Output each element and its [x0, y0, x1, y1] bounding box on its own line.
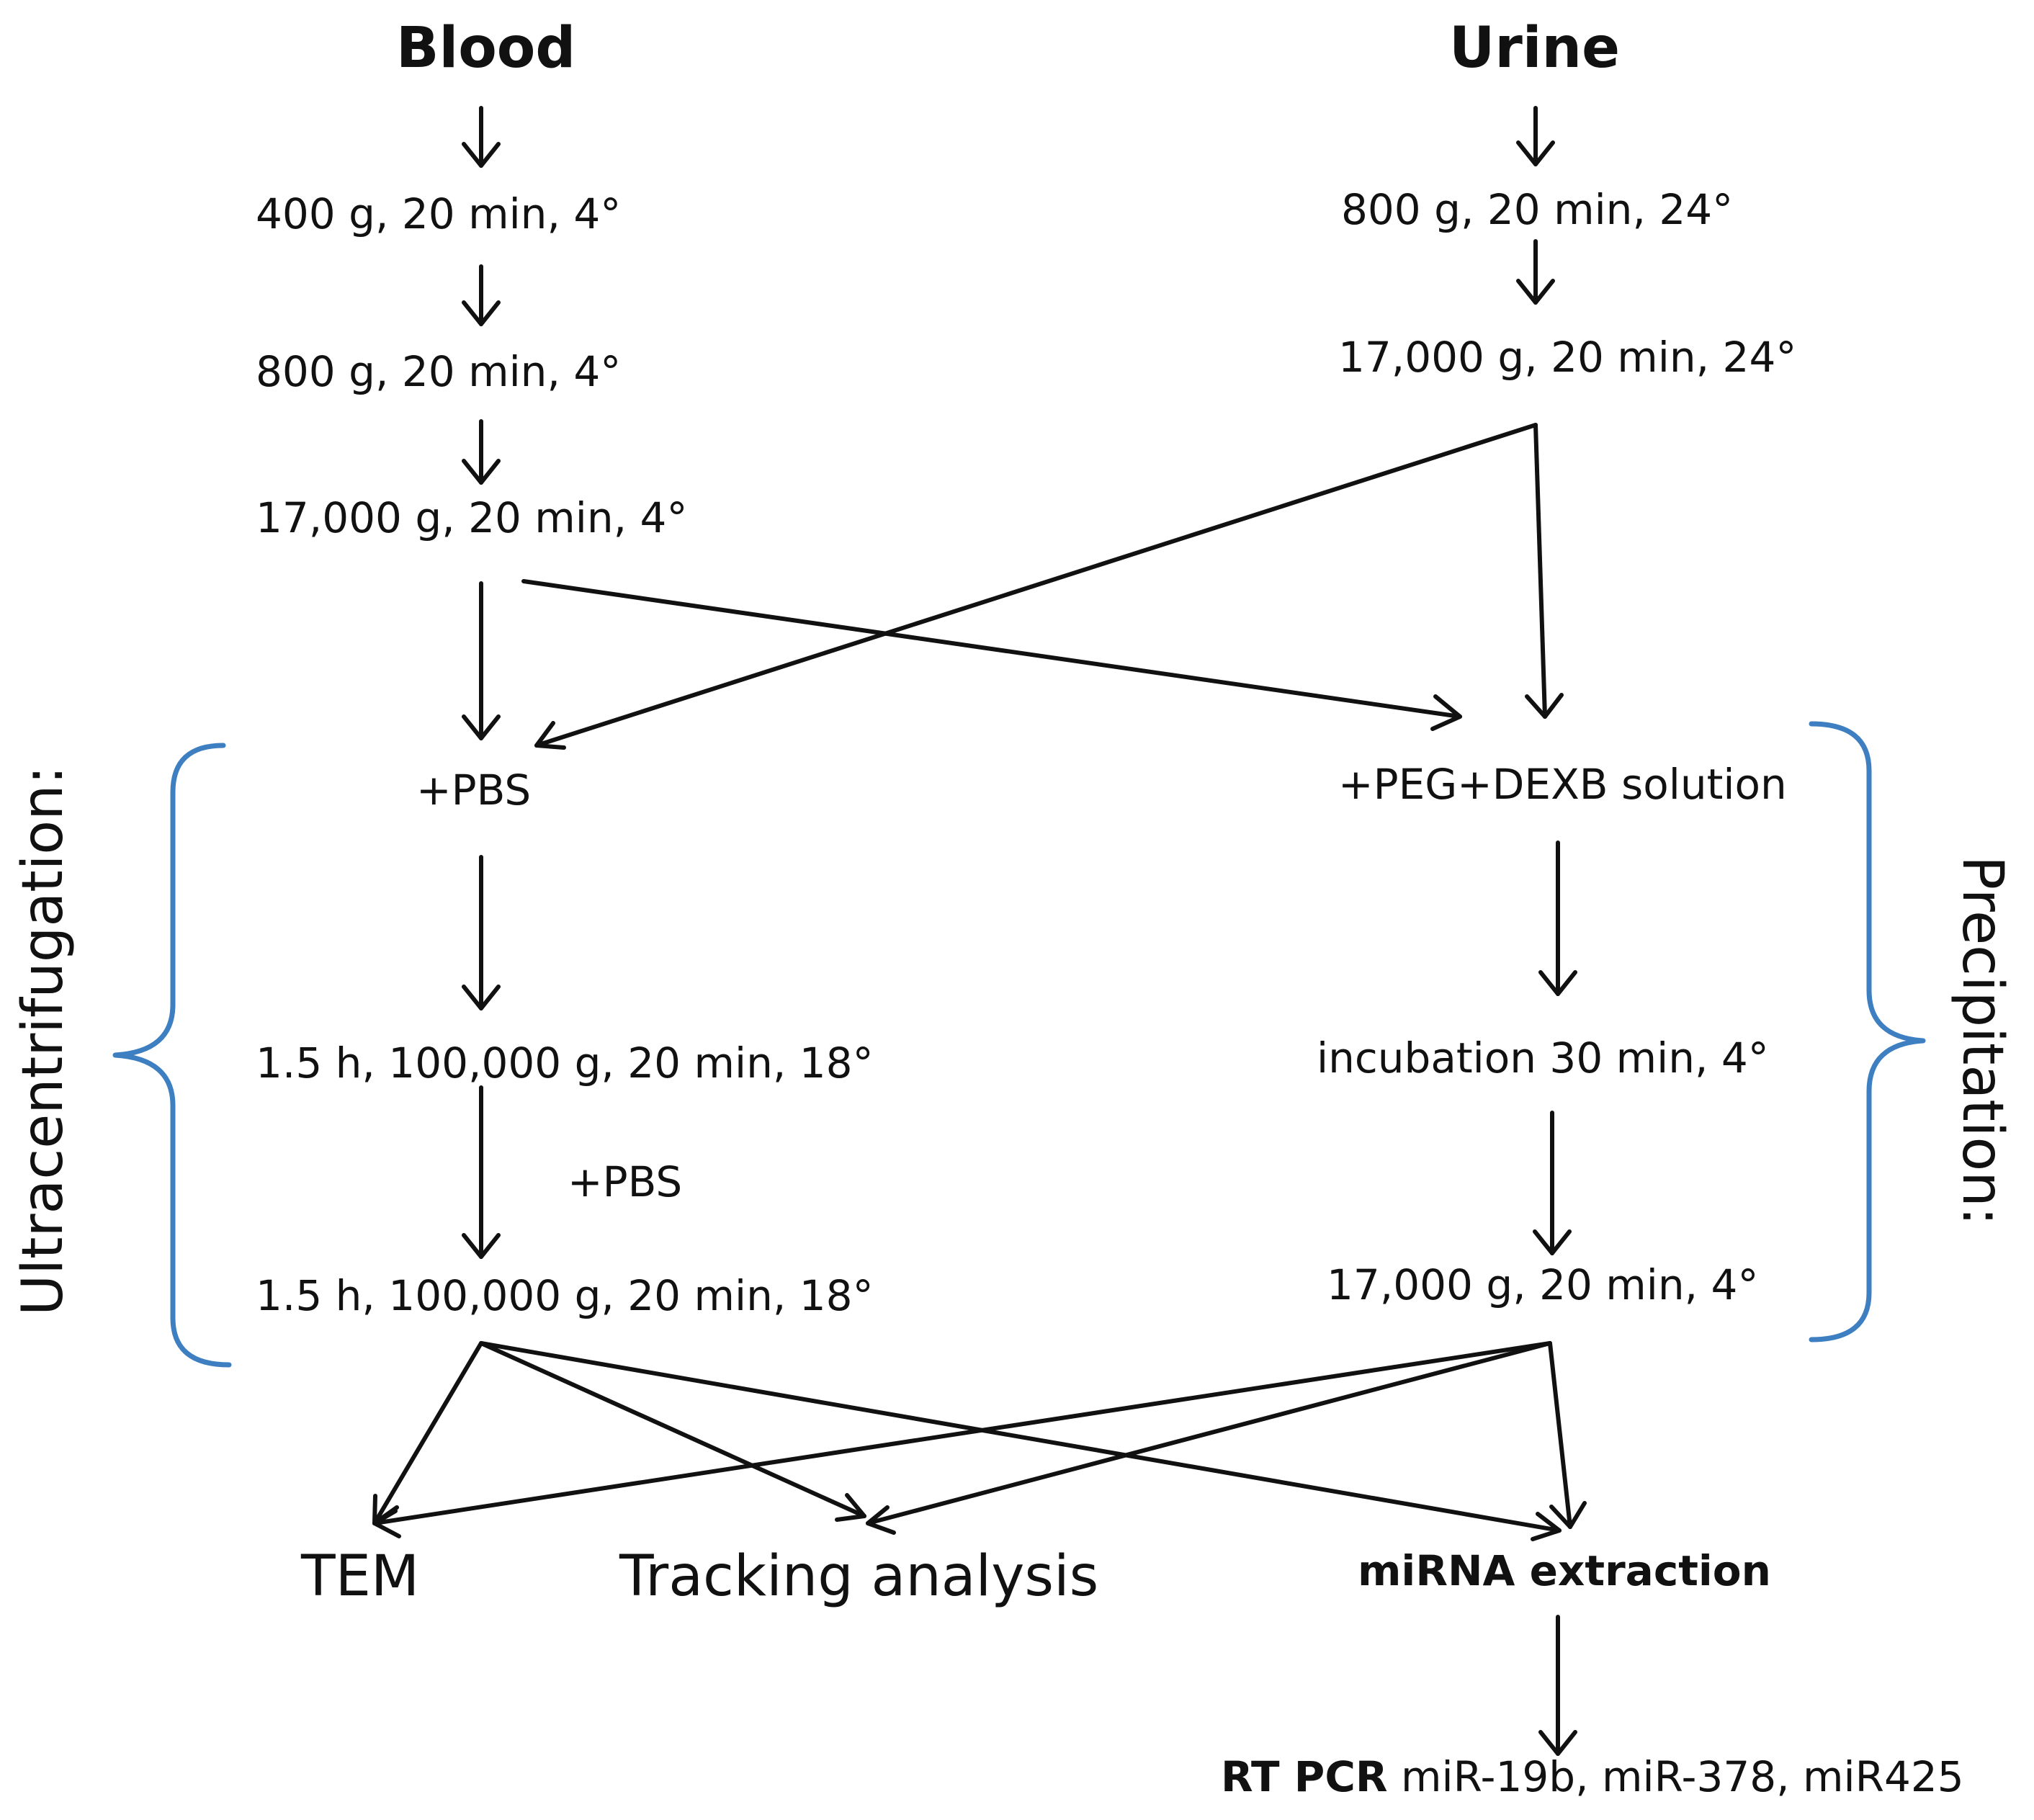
arrow-incubation-to-spin: [1533, 1111, 1572, 1255]
arrow-prec-to-tem: [372, 1341, 1552, 1538]
arrow-prec-to-tracking: [866, 1341, 1552, 1535]
arrow-peg-to-incubation: [1538, 840, 1577, 996]
urine-step-spin: 17,000 g, 20 min, 4°: [1327, 1260, 1759, 1309]
blood-step-2: 800 g, 20 min, 4°: [256, 347, 622, 396]
rt-pcr-targets: miR-19b, miR-378, miR425: [1387, 1752, 1964, 1801]
arrow-uc-to-mirna: [479, 1341, 1562, 1541]
blood-step-ultracentrifuge-2: 1.5 h, 100,000 g, 20 min, 18°: [256, 1271, 874, 1320]
output-tracking-analysis: Tracking analysis: [619, 1544, 1099, 1609]
arrow-step1-to-step2: [462, 264, 501, 326]
urine-step-2: 17,000 g, 20 min, 24°: [1338, 333, 1797, 382]
arrow-prec-to-mirna: [1548, 1341, 1587, 1529]
arrow-blood-to-step1: [462, 106, 501, 168]
output-tem: TEM: [301, 1544, 420, 1609]
right-curly-bracket: [1809, 721, 1926, 1342]
arrow-step2-to-step3: [462, 419, 501, 485]
blood-column-title: Blood: [396, 16, 576, 81]
arrow-urine-step1-to-step2: [1516, 239, 1555, 305]
arrow-urine-to-ultracentrifugation: [534, 423, 1538, 750]
blood-step-pbs: +PBS: [416, 766, 532, 815]
ultracentrifugation-label: Ultracentrifugation:: [11, 766, 76, 1316]
output-mirna-extraction: miRNA extraction: [1358, 1546, 1771, 1595]
urine-step-1: 800 g, 20 min, 24°: [1341, 185, 1734, 234]
blood-step-pbs-wash: +PBS: [568, 1157, 683, 1206]
left-curly-bracket: [112, 743, 232, 1368]
arrow-urine-step2-to-peg: [1525, 423, 1564, 719]
arrow-urine-to-step1: [1516, 106, 1555, 166]
blood-step-3: 17,000 g, 20 min, 4°: [256, 493, 688, 542]
rt-pcr-label: RT PCR: [1221, 1752, 1388, 1801]
urine-column-title: Urine: [1449, 16, 1620, 81]
arrow-mirna-to-rtpcr: [1538, 1615, 1577, 1756]
arrow-uc-to-tem: [372, 1341, 483, 1525]
precipitation-label: Precipitation:: [1950, 856, 2015, 1226]
output-rt-pcr: RT PCR miR-19b, miR-378, miR425: [1221, 1756, 1964, 1798]
urine-step-peg-dexb: +PEG+DEXB solution: [1338, 760, 1787, 809]
arrow-pbs-to-uc1: [462, 855, 501, 1010]
braces-layer: [112, 721, 1926, 1368]
blood-step-1: 400 g, 20 min, 4°: [256, 189, 622, 238]
blood-step-ultracentrifuge-1: 1.5 h, 100,000 g, 20 min, 18°: [256, 1039, 874, 1088]
arrow-step3-to-pbs: [462, 581, 501, 740]
arrow-blood-to-precipitation: [521, 579, 1462, 731]
arrow-uc1-to-uc2: [462, 1085, 501, 1259]
urine-step-incubation: incubation 30 min, 4°: [1317, 1034, 1769, 1082]
arrows-layer: [372, 106, 1587, 1756]
arrow-uc-to-tracking: [479, 1341, 866, 1522]
